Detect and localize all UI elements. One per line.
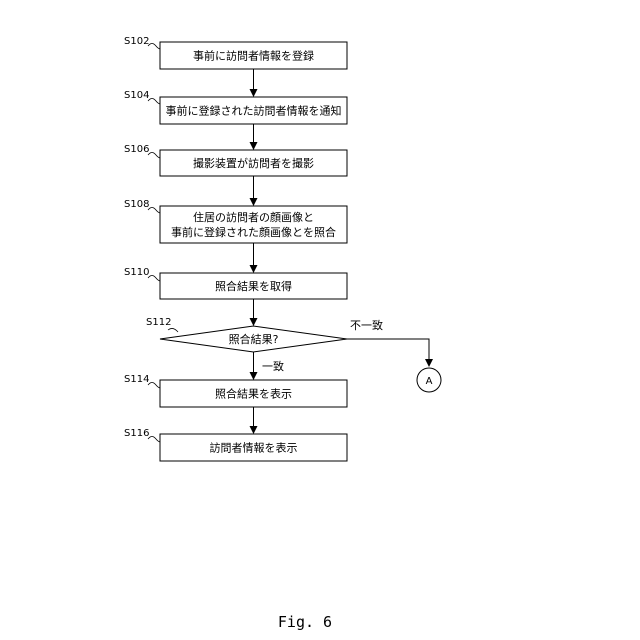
step-id-label: S108	[124, 199, 149, 210]
step-text: 撮影装置が訪問者を撮影	[193, 156, 314, 170]
step-text: 事前に登録された訪問者情報を通知	[166, 104, 342, 118]
step-text: 照合結果を表示	[215, 387, 292, 401]
step-id-label: S112	[146, 317, 171, 328]
step-id-label: S106	[124, 144, 149, 155]
step-label-leader	[168, 328, 178, 332]
figure-caption: Fig. 6	[278, 613, 332, 631]
branch-yes-label: 一致	[262, 359, 284, 373]
step-id-label: S114	[124, 374, 149, 385]
decision-text: 照合結果?	[229, 332, 279, 346]
step-text: 事前に訪問者情報を登録	[193, 49, 314, 63]
step-text: 事前に登録された顔画像とを照合	[171, 225, 336, 239]
branch-no-arrow	[347, 339, 429, 366]
step-id-label: S110	[124, 267, 149, 278]
step-text: 住居の訪問者の顔画像と	[193, 210, 314, 224]
step-text: 照合結果を取得	[215, 279, 292, 293]
step-s102: S102 事前に訪問者情報を登録	[124, 36, 347, 69]
decision-s112: S112 照合結果? 不一致 一致	[146, 317, 383, 373]
branch-no-label: 不一致	[350, 318, 383, 332]
step-s114: S114 照合結果を表示	[124, 374, 347, 407]
connector-label: A	[426, 376, 433, 387]
step-s108: S108 住居の訪問者の顔画像と 事前に登録された顔画像とを照合	[124, 199, 347, 243]
step-text: 訪問者情報を表示	[210, 441, 298, 455]
step-s110: S110 照合結果を取得	[124, 267, 347, 299]
step-s106: S106 撮影装置が訪問者を撮影	[124, 144, 347, 176]
offpage-connector-a: A	[417, 368, 441, 392]
step-id-label: S102	[124, 36, 149, 47]
step-s104: S104 事前に登録された訪問者情報を通知	[124, 90, 347, 124]
step-id-label: S116	[124, 428, 149, 439]
step-id-label: S104	[124, 90, 149, 101]
step-s116: S116 訪問者情報を表示	[124, 428, 347, 461]
